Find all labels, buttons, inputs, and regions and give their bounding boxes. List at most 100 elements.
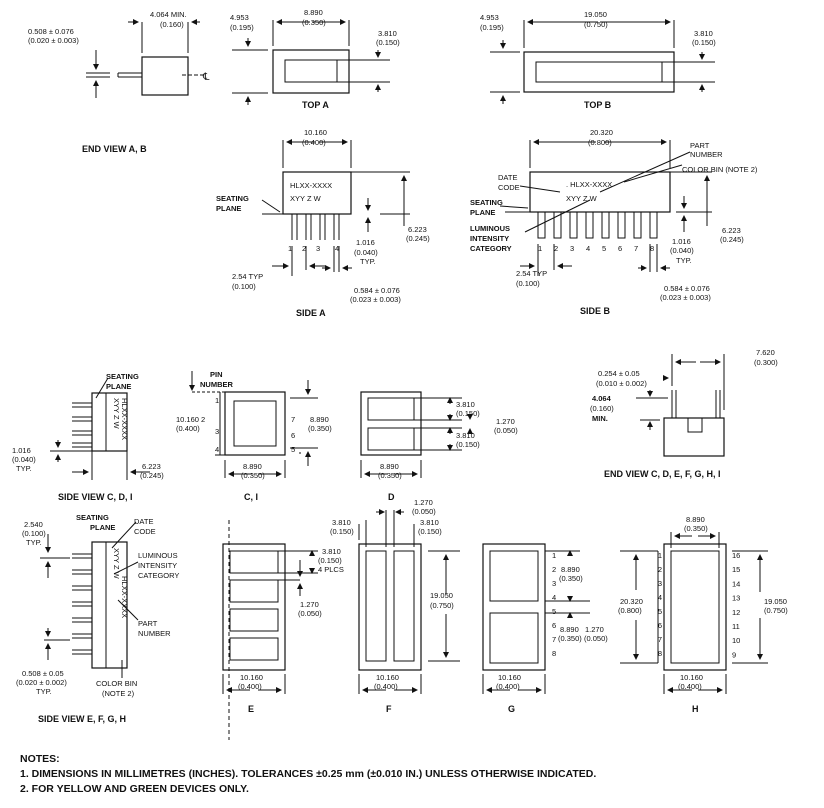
pin-ci-4: 4 <box>215 445 219 454</box>
category-label-efgh: CATEGORY <box>138 571 179 580</box>
notes-heading: NOTES: <box>20 753 60 765</box>
part-marking-efgh: HLXX-XXXX <box>120 576 129 618</box>
dim-4064-min: 4.064 MIN. <box>150 10 187 19</box>
dim-0400-h: (0.400) <box>678 682 702 691</box>
dim-10160-g: 10.160 <box>498 673 521 682</box>
pin-a-2: 2 <box>302 244 306 253</box>
dim-0750-f: (0.750) <box>430 601 454 610</box>
dim-0584-a: 0.584 ± 0.076 <box>354 286 400 295</box>
dim-0100-b: (0.100) <box>516 279 540 288</box>
pin-b-8: 8 <box>650 244 654 253</box>
dim-7620: 7.620 <box>756 348 775 357</box>
view-f-title: F <box>386 704 392 714</box>
dim-10160-f: 10.160 <box>376 673 399 682</box>
pin-ci-7: 7 <box>291 415 295 424</box>
color-bin-label-b: COLOR BIN (NOTE 2) <box>682 165 758 174</box>
pin-g-2: 2 <box>552 565 556 574</box>
dim-6223-cdi: 6.223 <box>142 462 161 471</box>
dim-0100-a: (0.100) <box>232 282 256 291</box>
top-a-view <box>232 19 390 105</box>
pin-a-4: 4 <box>335 244 339 253</box>
dim-plcs-e: 4 PLCS <box>318 565 344 574</box>
pin-h-right-10: 10 <box>732 636 740 645</box>
pin-b-7: 7 <box>634 244 638 253</box>
dim-8890-ci: 8.890 <box>243 462 262 471</box>
side-b-title: SIDE B <box>580 306 611 316</box>
pin-h-right-11: 11 <box>732 622 740 631</box>
dim-0350-g2: (0.350) <box>558 634 582 643</box>
pin-h-right-14: 14 <box>732 579 740 588</box>
plane-label-b: PLANE <box>470 208 495 217</box>
dim-min: MIN. <box>592 414 608 423</box>
dim-0800-b: (0.800) <box>588 138 612 147</box>
dim-typ-efgh2: TYP. <box>36 687 52 696</box>
pin-b-1: 1 <box>538 244 542 253</box>
pin-a-3: 3 <box>316 244 320 253</box>
seating-label-b: SEATING <box>470 198 503 207</box>
dim-10160-e: 10.160 <box>240 673 263 682</box>
dim-typ-a: TYP. <box>360 257 376 266</box>
dim-0400-f: (0.400) <box>374 682 398 691</box>
dim-0245-a: (0.245) <box>406 234 430 243</box>
view-ci-title: C, I <box>244 492 258 502</box>
pin-ci-5: 5 <box>291 445 295 454</box>
dim-1270-g: 1.270 <box>585 625 604 634</box>
part-marking-b: . HLXX-XXXX <box>566 180 612 189</box>
dim-0508-076: 0.508 ± 0.076 <box>28 27 74 36</box>
dim-1270-e: 1.270 <box>300 600 319 609</box>
dim-8890-a: 8.890 <box>304 8 323 17</box>
dim-19050-h: 19.050 <box>764 597 787 606</box>
dim-0350-ci: (0.350) <box>241 471 265 480</box>
dim-0150-b: (0.150) <box>692 38 716 47</box>
dim-023-a: (0.023 ± 0.003) <box>350 295 401 304</box>
end-view-cdefghi-title: END VIEW C, D, E, F, G, H, I <box>604 469 721 479</box>
category-label-b: CATEGORY <box>470 244 512 253</box>
dim-0750-h: (0.750) <box>764 606 788 615</box>
intensity-label-efgh: INTENSITY <box>138 561 177 570</box>
date-marking-efgh: XYY Z W <box>112 548 121 580</box>
pin-b-6: 6 <box>618 244 622 253</box>
part-label-efgh: PART <box>138 619 158 628</box>
plane-label-a: PLANE <box>216 204 241 213</box>
view-d-title: D <box>388 492 395 502</box>
dim-3810-d2: 3.810 <box>456 431 475 440</box>
dim-3810-f1: 3.810 <box>332 518 351 527</box>
pin-a-1: 1 <box>288 244 292 253</box>
pin-ci-3: 3 <box>215 427 219 436</box>
top-b-title: TOP B <box>584 100 612 110</box>
dim-0400-ci: (0.400) <box>176 424 200 433</box>
dim-1270-f: 1.270 <box>414 498 433 507</box>
pin-b-4: 4 <box>586 244 590 253</box>
pin-ci-6: 6 <box>291 431 295 440</box>
dim-1270-d: 1.270 <box>496 417 515 426</box>
dim-0300: (0.300) <box>754 358 778 367</box>
view-h <box>620 532 768 694</box>
dim-10160-ci: 10.160 2 <box>176 415 205 424</box>
dim-0350-d: (0.350) <box>378 471 402 480</box>
side-b-pins <box>537 211 658 239</box>
dim-typ-cdi: TYP. <box>16 464 32 473</box>
top-a-title: TOP A <box>302 100 329 110</box>
view-ci <box>189 371 318 478</box>
dim-4953-b: 4.953 <box>480 13 499 22</box>
dim-8890-g1: 8.890 <box>561 565 580 574</box>
pin-h-left-4: 4 <box>658 593 662 602</box>
dim-typ-efgh: TYP. <box>26 538 42 547</box>
side-a-title: SIDE A <box>296 308 326 318</box>
pin-label-ci: PIN <box>210 370 223 379</box>
pin-h-right-16: 16 <box>732 551 740 560</box>
note-2: 2. FOR YELLOW AND GREEN DEVICES ONLY. <box>20 783 249 795</box>
pin-h-right-12: 12 <box>732 608 740 617</box>
dim-1016-a: 1.016 <box>356 238 375 247</box>
side-a-view <box>261 139 410 276</box>
dim-0508-05: 0.508 ± 0.05 <box>22 669 64 678</box>
plane-label-cdi: PLANE <box>106 382 131 391</box>
dim-0350-a: (0.350) <box>302 18 326 27</box>
luminous-label-b: LUMINOUS <box>470 224 510 233</box>
pin-h-left-1: 1 <box>658 551 662 560</box>
dim-0040-a: (0.040) <box>354 248 378 257</box>
pin-b-2: 2 <box>554 244 558 253</box>
dim-10160-a: 10.160 <box>304 128 327 137</box>
dim-0400-a: (0.400) <box>302 138 326 147</box>
pin-h-right-13: 13 <box>732 594 740 603</box>
